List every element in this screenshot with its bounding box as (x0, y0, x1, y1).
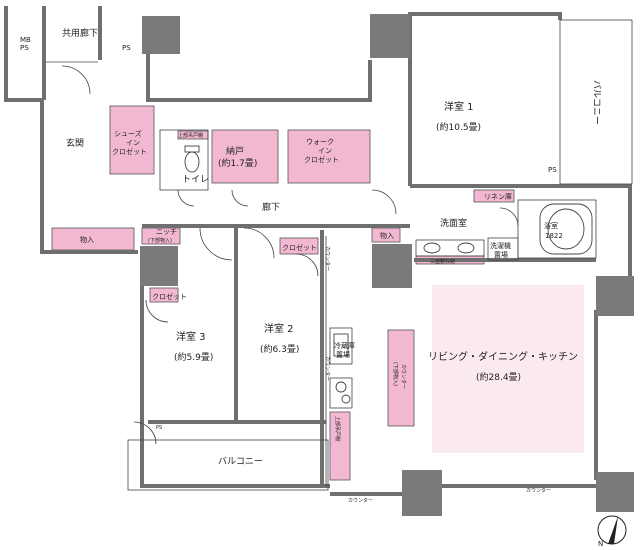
hallway-label: 廊下 (262, 201, 280, 213)
doors (61, 65, 519, 445)
storage-room-name: 納戸 (226, 145, 244, 157)
pillar (402, 470, 442, 516)
ps-label-4: PS (156, 425, 162, 431)
door-icon (295, 253, 319, 277)
counter-label-bottom-left: カウンター (348, 497, 373, 504)
western3-name: 洋室 3 (176, 330, 206, 343)
door-icon (243, 227, 275, 259)
door-icon (177, 189, 195, 207)
fridge-icon (333, 333, 349, 357)
ldk-floor (432, 285, 584, 453)
sink-icon (423, 242, 441, 254)
closet-western3 (149, 287, 179, 303)
fridge-label-1: 冷蔵庫 (334, 341, 355, 350)
linen-label: リネン庫 (484, 192, 512, 201)
mb-label: MB (20, 36, 31, 44)
walkin-label-3: クロゼット (304, 155, 339, 164)
storage-hall-label: 物入 (380, 231, 394, 240)
balcony-bottom-label: バルコニー (218, 456, 263, 467)
toilet-label: トイレ (182, 175, 209, 185)
sink-icon (457, 242, 475, 254)
door-icon (231, 189, 249, 207)
stove-icon (341, 394, 351, 404)
shoes-closet (109, 105, 155, 175)
lower-storage-label-1: (下部物入) (392, 362, 399, 386)
kitchen-top-cabinet-label: 上部吊戸棚 (334, 416, 341, 441)
ps-label-2: PS (122, 44, 131, 52)
lower-storage-label-2: カウンター (400, 364, 407, 389)
storage-left-label: 物入 (80, 235, 94, 244)
svg-text:N: N (598, 540, 603, 548)
ldk-name: リビング・ダイニング・キッチン (428, 350, 578, 363)
door-icon (145, 299, 169, 323)
shoes-closet-label-3: クロゼット (112, 147, 147, 156)
closet-western3-label: クロゼット (152, 292, 187, 301)
north-arrow-icon: N (597, 515, 627, 548)
pillar (372, 244, 412, 288)
bathtub-icon (539, 203, 593, 255)
counter-label-top: カウンター (324, 246, 331, 271)
fridge-label-2: 置場 (336, 350, 350, 359)
western2-name: 洋室 2 (264, 322, 294, 335)
top-cabinet-label: 上部吊戸棚 (178, 132, 203, 139)
door-icon (133, 421, 157, 445)
pillar (370, 14, 410, 58)
ps-label: PS (20, 44, 29, 52)
bath-name: 浴室 (544, 221, 558, 230)
western1-name: 洋室 1 (444, 100, 474, 113)
pillar (596, 276, 634, 316)
storage-room-size: (約1.7畳) (218, 157, 257, 169)
laundry-label-1: 洗濯機 (490, 241, 511, 250)
western3-size: (約5.9畳) (174, 351, 213, 363)
closet-western2-label: クロゼット (282, 243, 317, 252)
washroom-label: 洗面室 (440, 217, 467, 229)
ldk-size: (約28.4畳) (476, 371, 521, 383)
shared-corridor-label: 共用廊下 (62, 27, 98, 39)
stove-icon (335, 381, 347, 393)
fixtures (184, 145, 593, 404)
niche-label-1: ニッチ (156, 228, 177, 236)
counter-label-side: カウンター (324, 356, 331, 381)
lower-storage-counter (387, 329, 415, 427)
ps-label-3: PS (548, 166, 557, 174)
walkin-label-1: ウォーク (306, 138, 334, 146)
pillar (142, 16, 180, 54)
storage-room (211, 129, 279, 184)
door-icon (499, 207, 519, 227)
door-icon (371, 189, 397, 215)
door-icon (199, 227, 233, 261)
pillars (140, 14, 634, 516)
pillar (140, 246, 178, 286)
niche-label-2: (下部物入) (148, 237, 172, 244)
kitchen-top-cabinet (329, 411, 351, 481)
western2-size: (約6.3畳) (260, 343, 299, 355)
counter-label-bottom-right: カウンター (526, 487, 551, 494)
toilet-icon (184, 151, 200, 173)
thin-lines (46, 19, 633, 491)
walkin-closet (287, 129, 371, 184)
walkin-label-2: イン (318, 147, 332, 155)
entrance-label: 玄関 (66, 137, 84, 149)
storage-blocks (51, 105, 515, 481)
laundry-label-2: 置場 (494, 250, 508, 259)
balcony-right-label: バルコニー (591, 80, 602, 125)
door-icon (61, 65, 91, 95)
shoes-closet-label-2: イン (126, 139, 140, 147)
bath-size: 1822 (545, 232, 563, 240)
pillar (596, 472, 634, 512)
shoes-closet-label-1: シューズ (114, 129, 142, 138)
mirror-cabinet-label: 三面鏡収納 (430, 258, 455, 265)
western1-size: (約10.5畳) (436, 121, 481, 133)
linen-closet (473, 189, 515, 203)
